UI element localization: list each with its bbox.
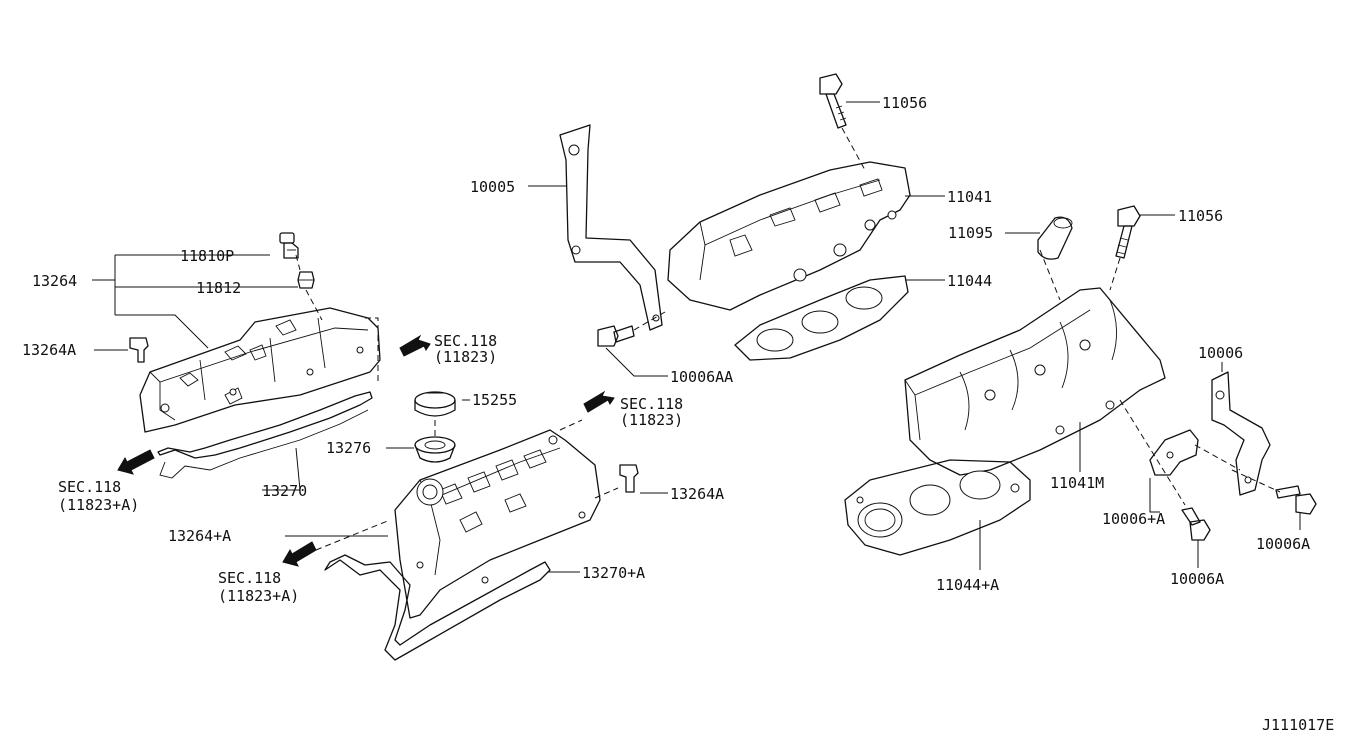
- cylinder-head-11041m[interactable]: [904, 287, 1166, 476]
- label-10005: 10005: [470, 178, 515, 196]
- label-sec118-mid: SEC.118: [620, 395, 683, 413]
- gasket-13270pa[interactable]: [324, 554, 551, 661]
- label-sec118-mid-lower: SEC.118: [218, 569, 281, 587]
- label-11056-right: 11056: [1178, 207, 1223, 225]
- label-11810p: 11810P: [180, 247, 234, 265]
- sec-arrow-left-down: [117, 449, 155, 475]
- rocker-cover-left[interactable]: [139, 307, 381, 433]
- rocker-cover-middle[interactable]: [394, 429, 601, 619]
- diagram-code: J111017E: [1262, 716, 1334, 734]
- label-11044: 11044: [947, 272, 992, 290]
- label-11812: 11812: [196, 279, 241, 297]
- sec-arrow-middle-down: [282, 541, 317, 567]
- label-13276: 13276: [326, 439, 371, 457]
- label-13264: 13264: [32, 272, 77, 290]
- label-11044pa: 11044+A: [936, 576, 999, 594]
- label-11041m: 11041M: [1050, 474, 1104, 492]
- label-11041: 11041: [947, 188, 992, 206]
- bolt-13264a-left[interactable]: [129, 337, 149, 363]
- sec-arrow-middle-up: [583, 390, 615, 413]
- gasket-11044pa[interactable]: [844, 459, 1031, 556]
- bolt-10006aa[interactable]: [597, 325, 635, 347]
- label-13264a-left: 13264A: [22, 341, 76, 359]
- label-13270pa: 13270+A: [582, 564, 645, 582]
- label-11056-top: 11056: [882, 94, 927, 112]
- label-15255: 15255: [472, 391, 517, 409]
- label-13270: 13270: [262, 482, 307, 500]
- label-11095: 11095: [948, 224, 993, 242]
- label-10006: 10006: [1198, 344, 1243, 362]
- bracket-10006[interactable]: [1211, 371, 1271, 496]
- label-10006aa: 10006AA: [670, 368, 733, 386]
- grommet-11812[interactable]: [297, 271, 315, 289]
- label-sec118-mid-ref: (11823): [620, 411, 683, 429]
- bracket-10006pa[interactable]: [1149, 429, 1199, 476]
- label-13264pa: 13264+A: [168, 527, 231, 545]
- label-sec118-mid-upper-ref: (11823): [434, 348, 497, 366]
- bolt-11056-right[interactable]: [1115, 205, 1141, 259]
- label-10006a-bottom: 10006A: [1170, 570, 1224, 588]
- label-sec118-left: SEC.118: [58, 478, 121, 496]
- gasket-13270[interactable]: [157, 391, 373, 479]
- label-10006a-right: 10006A: [1256, 535, 1310, 553]
- bolt-11056-top[interactable]: [819, 73, 847, 129]
- label-sec118-left-ref: (11823+A): [58, 496, 139, 514]
- label-10006pa: 10006+A: [1102, 510, 1165, 528]
- seal-13276[interactable]: [414, 436, 456, 463]
- label-13264a-mid: 13264A: [670, 485, 724, 503]
- cylinder-head-11041[interactable]: [667, 161, 911, 311]
- gasket-11044[interactable]: [734, 275, 909, 361]
- label-sec118-mid-lower-ref: (11823+A): [218, 587, 299, 605]
- oil-cap-15255[interactable]: [414, 391, 456, 417]
- bolt-13264a-middle[interactable]: [619, 464, 639, 493]
- dowel-11095[interactable]: [1037, 216, 1073, 260]
- label-sec118-mid-upper: SEC.118: [434, 332, 497, 350]
- bolt-10006a-right[interactable]: [1275, 485, 1317, 515]
- bracket-10005[interactable]: [559, 124, 663, 331]
- sec-arrow-left-up: [399, 334, 431, 357]
- pcv-valve-11810p[interactable]: [279, 232, 299, 259]
- bolt-10006a-bottom[interactable]: [1181, 507, 1211, 541]
